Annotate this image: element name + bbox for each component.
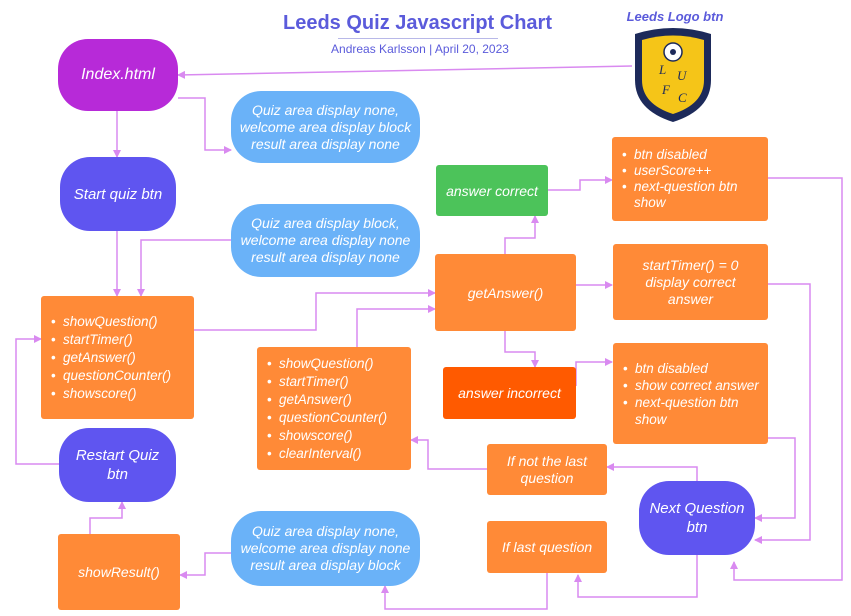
if-last-label: If last question xyxy=(501,539,593,555)
next-question-button[interactable]: Next Question btn xyxy=(639,481,755,555)
connector-getanswer-to-correct xyxy=(504,215,539,254)
list-item: showscore() xyxy=(267,427,387,445)
list-item: next-question btn show xyxy=(623,394,768,428)
diagram-subtitle: Andreas Karlsson | April 20, 2023 xyxy=(260,42,580,56)
subtitle-separator: | xyxy=(429,42,433,56)
get-answer-label: getAnswer() xyxy=(467,284,544,301)
show-result-node: showResult() xyxy=(58,534,180,610)
list-item: showscore() xyxy=(51,385,171,403)
if-last-node: If last question xyxy=(487,521,607,573)
quiz-functions-list: showQuestion() startTimer() getAnswer() … xyxy=(47,313,171,403)
connector-getanswer-to-incorrect xyxy=(504,331,539,368)
timer-zero-node: startTimer() = 0 display correct answer xyxy=(613,244,768,320)
restart-quiz-button[interactable]: Restart Quiz btn xyxy=(59,428,176,502)
show-result-label: showResult() xyxy=(78,564,160,580)
connector-quiz-note-to-functions xyxy=(137,239,231,297)
start-quiz-label: Start quiz btn xyxy=(73,185,163,203)
restart-quiz-label-line: btn xyxy=(107,466,128,483)
note-line: welcome area display block xyxy=(239,118,412,135)
correct-actions-box: btn disabled userScore++ next-question b… xyxy=(612,137,768,221)
list-item: questionCounter() xyxy=(267,409,387,427)
correct-actions-list: btn disabled userScore++ next-question b… xyxy=(618,147,768,211)
quiz-functions-box: showQuestion() startTimer() getAnswer() … xyxy=(41,296,194,419)
list-item: btn disabled xyxy=(623,360,768,377)
node-line: startTimer() = 0 xyxy=(642,256,739,273)
connector-showresult-to-restart xyxy=(89,501,126,534)
list-item: showQuestion() xyxy=(267,355,387,373)
list-item: clearInterval() xyxy=(267,445,387,463)
get-answer-node: getAnswer() xyxy=(435,254,576,331)
list-item: showQuestion() xyxy=(51,313,171,331)
list-item: getAnswer() xyxy=(267,391,387,409)
note-line: Quiz area display none, xyxy=(251,101,400,118)
title-divider xyxy=(338,38,498,39)
next-functions-list: showQuestion() startTimer() getAnswer() … xyxy=(263,355,387,463)
connector-if-last-to-result-note xyxy=(381,573,548,610)
list-item: userScore++ xyxy=(622,163,768,179)
connector-logo-to-index xyxy=(177,65,633,79)
answer-correct-label: answer correct xyxy=(446,182,538,199)
connector-next-functions-to-getanswer xyxy=(356,305,436,347)
list-item: startTimer() xyxy=(51,331,171,349)
svg-text:C: C xyxy=(678,90,687,105)
next-question-label-line: btn xyxy=(686,519,708,536)
connector-correct-to-actions xyxy=(548,176,613,191)
connector-correct-actions-to-next xyxy=(730,177,843,581)
index-html-label: Index.html xyxy=(81,66,155,83)
answer-correct-node: answer correct xyxy=(436,165,548,216)
index-html-node: Index.html xyxy=(58,39,178,111)
incorrect-actions-box: btn disabled show correct answer next-qu… xyxy=(613,343,768,444)
quiz-state-note: Quiz area display block, welcome area di… xyxy=(231,204,420,277)
welcome-state-note: Quiz area display none, welcome area dis… xyxy=(231,91,420,163)
leeds-badge-icon: L U F C xyxy=(635,28,711,122)
result-state-note: Quiz area display none, welcome area dis… xyxy=(231,511,420,586)
connector-functions-to-getanswer xyxy=(194,289,436,331)
list-item: startTimer() xyxy=(267,373,387,391)
note-line: result area display none xyxy=(251,135,400,152)
connector-if-not-last-to-next-functions xyxy=(410,436,487,470)
svg-text:F: F xyxy=(661,82,671,97)
list-item: show correct answer xyxy=(623,377,768,394)
if-not-last-node: If not the last question xyxy=(487,444,607,495)
node-line: display correct xyxy=(645,273,736,290)
node-line: question xyxy=(520,469,574,486)
connector-timer-to-next xyxy=(754,283,811,544)
note-line: Quiz area display block, xyxy=(251,215,400,231)
author: Andreas Karlsson xyxy=(331,42,426,56)
note-line: result area display block xyxy=(250,557,401,573)
note-line: welcome area display none xyxy=(240,232,411,248)
node-line: If not the last xyxy=(506,452,588,469)
connector-incorrect-actions-to-next xyxy=(754,437,796,522)
incorrect-actions-list: btn disabled show correct answer next-qu… xyxy=(619,360,768,428)
answer-incorrect-node: answer incorrect xyxy=(443,367,576,419)
note-line: Quiz area display none, xyxy=(251,523,400,539)
list-item: questionCounter() xyxy=(51,367,171,385)
svg-text:L: L xyxy=(658,62,666,77)
connector-incorrect-to-actions xyxy=(575,358,613,386)
restart-quiz-label-line: Restart Quiz xyxy=(75,447,160,464)
connector-next-to-if-not-last xyxy=(606,463,698,481)
leeds-logo-button[interactable]: L U F C xyxy=(631,28,715,124)
list-item: next-question btn show xyxy=(622,179,768,211)
node-line: answer xyxy=(667,290,714,307)
start-quiz-button[interactable]: Start quiz btn xyxy=(60,157,176,231)
note-line: result area display none xyxy=(251,249,400,265)
list-item: getAnswer() xyxy=(51,349,171,367)
list-item: btn disabled xyxy=(622,147,768,163)
connector-next-to-if-last xyxy=(574,555,698,598)
next-question-label-line: Next Question xyxy=(649,500,745,517)
connector-result-note-to-showresult xyxy=(179,552,231,579)
note-line: welcome area display none xyxy=(240,540,411,556)
logo-label: Leeds Logo btn xyxy=(626,9,724,24)
svg-text:U: U xyxy=(677,68,688,83)
connector-index-to-welcome-note xyxy=(178,97,232,154)
answer-incorrect-label: answer incorrect xyxy=(458,385,561,401)
diagram-title: Leeds Quiz Javascript Chart xyxy=(283,12,552,34)
next-functions-box: showQuestion() startTimer() getAnswer() … xyxy=(257,347,411,470)
date: April 20, 2023 xyxy=(434,42,509,56)
connector-restart-to-functions xyxy=(15,335,59,465)
